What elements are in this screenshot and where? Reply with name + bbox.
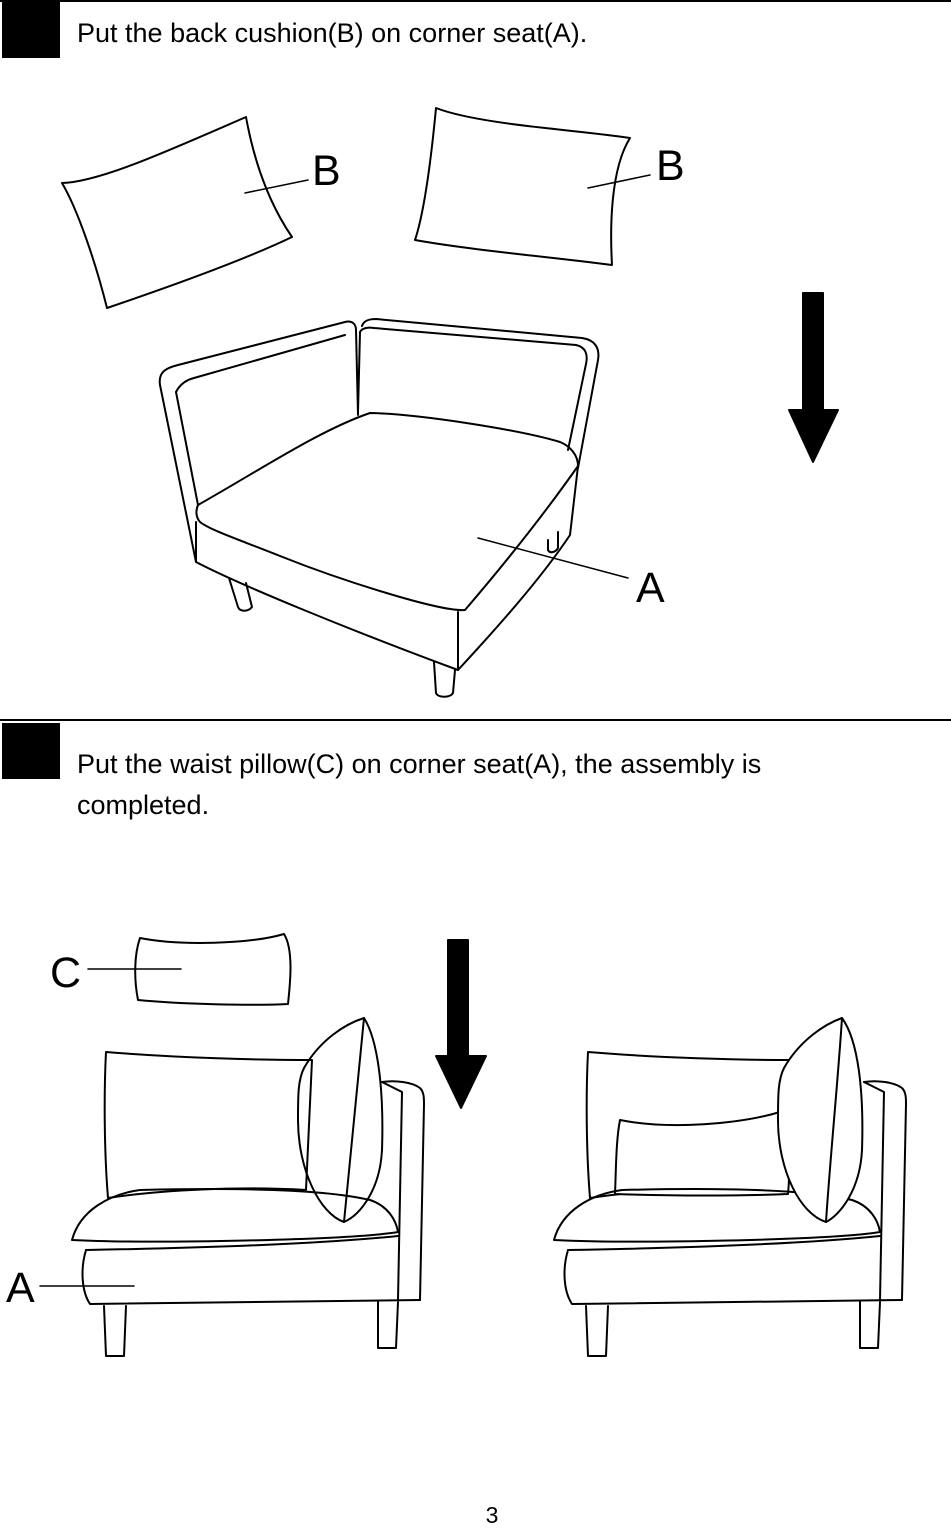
step-2-instruction-line-2: completed. <box>77 790 210 820</box>
down-arrow-step2 <box>435 939 487 1109</box>
label-a-step1: A <box>636 564 665 612</box>
corner-seat-step1 <box>158 318 600 698</box>
section-divider <box>0 719 951 721</box>
down-arrow-step1 <box>788 292 839 463</box>
step-2-marker <box>2 723 60 779</box>
step-1-instruction: Put the back cushion(B) on corner seat(A… <box>77 18 588 48</box>
label-a-step2: A <box>6 1264 35 1312</box>
back-cushion-left <box>61 116 293 309</box>
label-c: C <box>50 949 82 997</box>
leader-line-b-right <box>587 174 651 189</box>
back-cushion-right <box>414 107 631 266</box>
label-b-left: B <box>312 147 341 195</box>
sofa-before <box>71 1017 425 1357</box>
waist-pillow-c <box>134 933 292 1006</box>
label-b-right: B <box>656 142 685 190</box>
leader-line-a-step1 <box>477 537 629 579</box>
sofa-completed <box>553 1017 907 1357</box>
step-1-marker <box>2 2 60 58</box>
step-2-instruction-line-1: Put the waist pillow(C) on corner seat(A… <box>77 749 762 779</box>
top-divider <box>0 0 951 2</box>
page-number: 3 <box>485 1502 499 1528</box>
leader-line-b-left <box>244 179 309 194</box>
